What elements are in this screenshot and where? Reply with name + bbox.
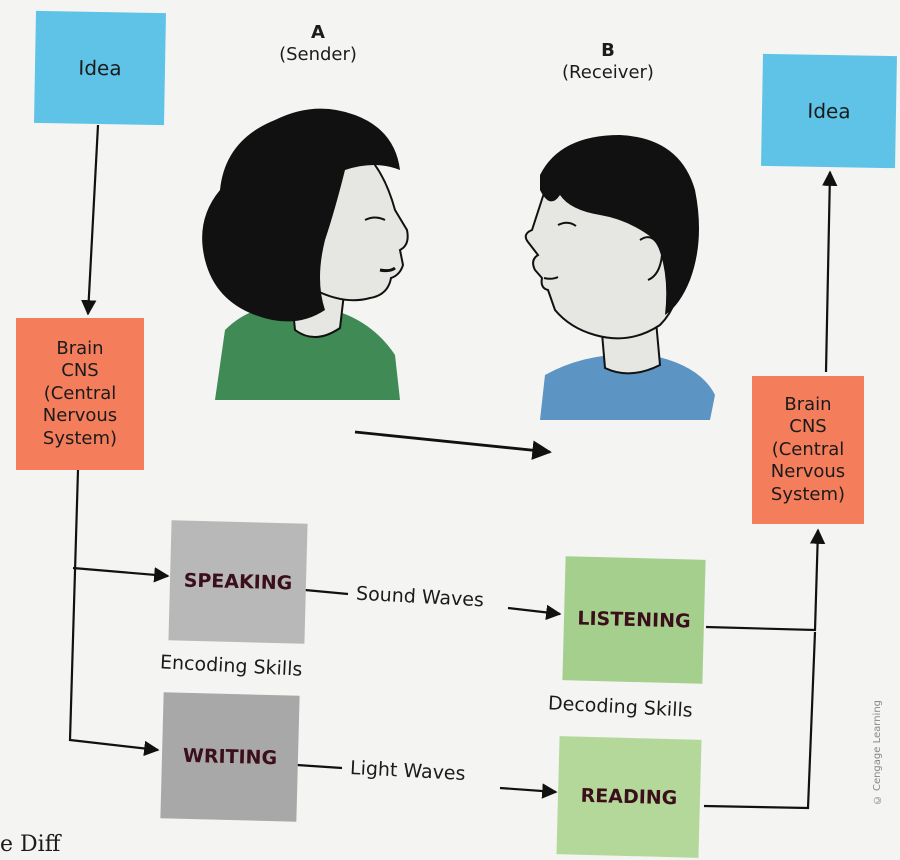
reading-label: READING: [580, 784, 678, 810]
brain-down-line: [68, 469, 160, 757]
reading-to-brain-line: [703, 631, 817, 810]
sender-idea-label: Idea: [78, 55, 122, 81]
receiver-letter: B: [601, 40, 615, 61]
receiver-role: (Receiver): [562, 61, 654, 83]
arrow-brain-to-idea: [822, 170, 838, 373]
reading-box: READING: [556, 736, 702, 858]
receiver-brain-box: Brain CNS (Central Nervous System): [752, 376, 864, 524]
receiver-idea-label: Idea: [807, 98, 851, 124]
man-head-icon: [524, 135, 715, 420]
writing-box: WRITING: [160, 692, 300, 822]
listening-to-brain-line: [705, 528, 826, 632]
receiver-label: B (Receiver): [538, 40, 678, 83]
arrow-light-left: [296, 763, 343, 770]
arrow-sound-right: [507, 604, 562, 621]
cutoff-text: e Diff: [0, 832, 61, 857]
sender-role: (Sender): [279, 43, 357, 65]
writing-label: WRITING: [182, 744, 278, 770]
speaking-label: SPEAKING: [183, 569, 293, 595]
sender-idea-box: Idea: [34, 10, 166, 126]
arrow-to-speaking: [72, 566, 170, 583]
sender-label: A (Sender): [248, 22, 388, 65]
sender-brain-box: Brain CNS (Central Nervous System): [16, 318, 144, 470]
speaking-box: SPEAKING: [168, 520, 308, 644]
receiver-brain-label: Brain CNS (Central Nervous System): [770, 393, 846, 505]
arrow-sound-left: [304, 588, 349, 596]
listening-label: LISTENING: [577, 607, 691, 633]
listening-box: LISTENING: [562, 556, 706, 684]
receiver-idea-box: Idea: [761, 53, 897, 169]
woman-head-icon: [202, 108, 409, 400]
arrow-idea-to-brain: [81, 124, 100, 316]
sender-letter: A: [311, 22, 325, 43]
arrow-light-right: [499, 783, 558, 799]
watermark: © Cengage Learning: [872, 700, 883, 806]
arrow-sender-to-receiver: [354, 430, 552, 460]
sender-brain-label: Brain CNS (Central Nervous System): [42, 337, 118, 449]
